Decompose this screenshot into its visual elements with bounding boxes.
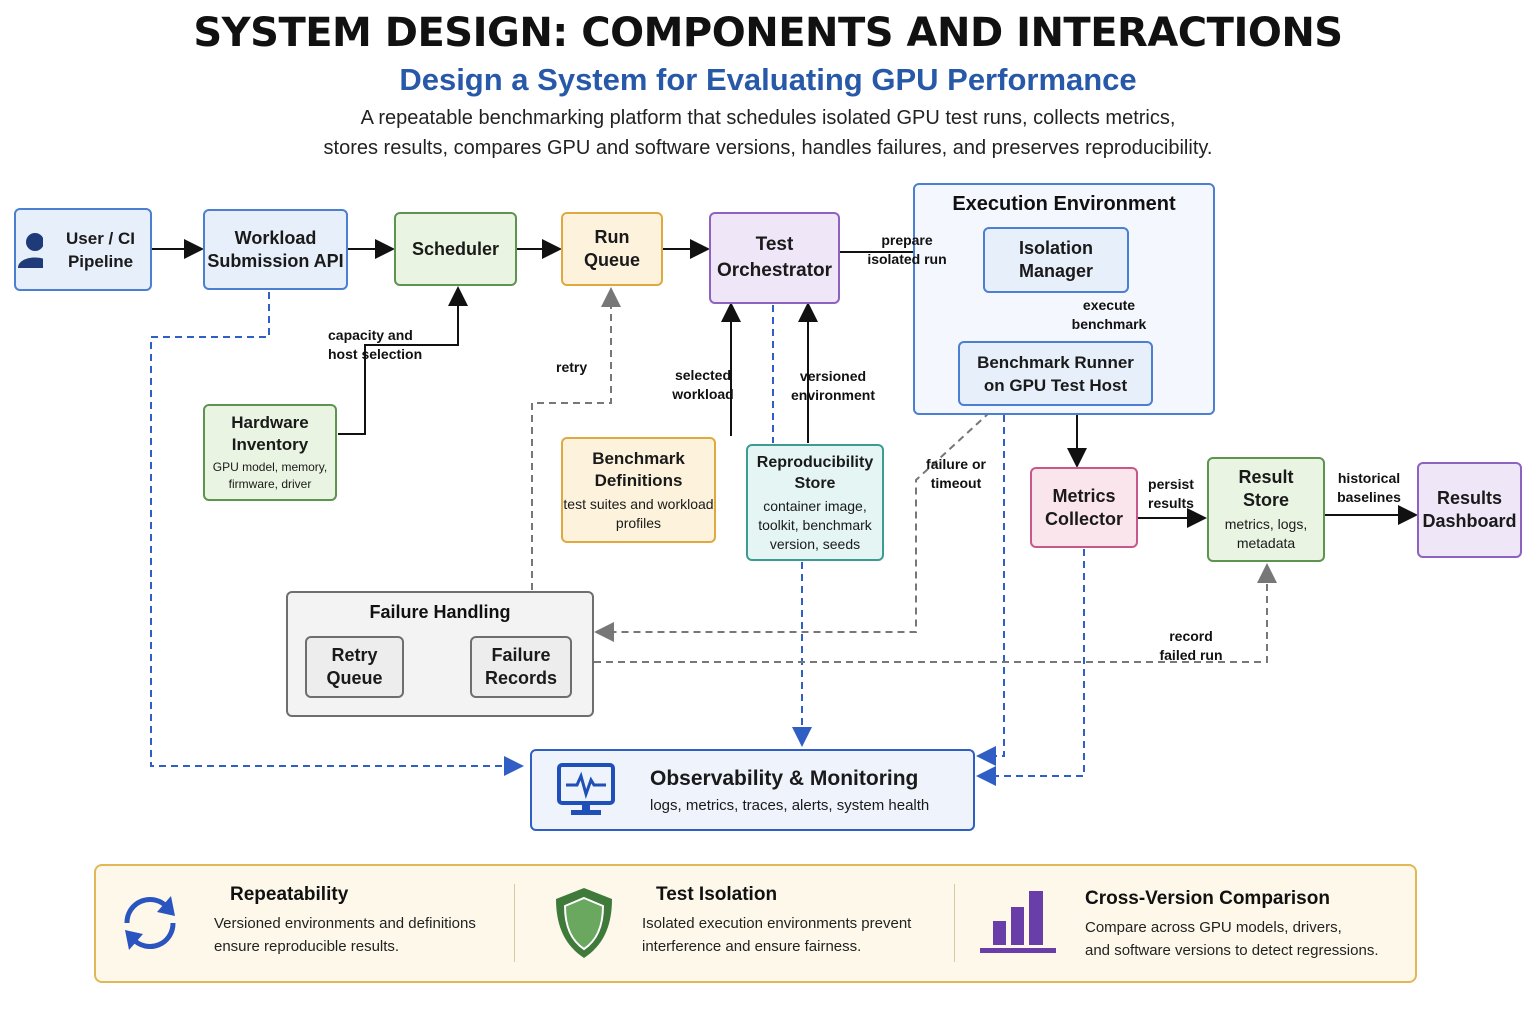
- feature-cross-version-comparison: Cross-Version Comparison Compare across …: [1085, 888, 1379, 959]
- label-retry: retry: [556, 359, 588, 375]
- page-description: A repeatable benchmarking platform that …: [323, 107, 1213, 159]
- user-icon: [18, 232, 44, 268]
- refresh-cycle-icon: [124, 896, 176, 950]
- result-store-node[interactable]: Result Store metrics, logs, metadata: [1207, 457, 1325, 562]
- monitor-heartbeat-icon: [557, 763, 615, 815]
- observability-monitoring-node[interactable]: Observability & Monitoring logs, metrics…: [530, 749, 975, 831]
- failure-handling-title: Failure Handling: [369, 602, 511, 622]
- shield-icon: [556, 888, 612, 958]
- test-orchestrator-node[interactable]: Test Orchestrator: [709, 212, 840, 304]
- reproducibility-store-node[interactable]: Reproducibility Store container image, t…: [746, 444, 884, 561]
- user-ci-pipeline-label: User / CI Pipeline: [66, 228, 136, 271]
- page-subtitle: Design a System for Evaluating GPU Perfo…: [399, 62, 1137, 97]
- dashed-record-failed-run: [594, 563, 1277, 663]
- label-execute-benchmark: execute benchmark: [1071, 297, 1147, 332]
- dashed-env-failure-to-handling: [594, 411, 991, 642]
- label-failure-or-timeout: failure or timeout: [926, 456, 986, 491]
- label-capacity-host-selection: capacity and host selection: [328, 327, 423, 362]
- arrow-inventory-to-scheduler: [338, 286, 468, 435]
- feature-divider: [954, 884, 955, 962]
- benchmark-definitions-node[interactable]: Benchmark Definitions test suites and wo…: [561, 437, 716, 543]
- hardware-inventory-node[interactable]: Hardware Inventory GPU model, memory, fi…: [203, 404, 337, 501]
- feature-strip: [94, 864, 1417, 983]
- label-selected-workload: selected workload: [672, 367, 734, 402]
- label-persist-results: persist results: [1148, 476, 1194, 511]
- label-prepare-isolated-run: prepare isolated run: [867, 232, 947, 267]
- user-ci-pipeline-node[interactable]: User / CI Pipeline: [14, 208, 152, 291]
- benchmark-runner-node[interactable]: Benchmark Runner on GPU Test Host: [958, 341, 1153, 406]
- failure-records-node[interactable]: Failure Records: [470, 636, 572, 698]
- retry-queue-node[interactable]: Retry Queue: [305, 636, 404, 698]
- results-dashboard-node[interactable]: Results Dashboard: [1417, 462, 1522, 558]
- label-historical-baselines: historical baselines: [1337, 470, 1401, 505]
- execution-environment-title: Execution Environment: [952, 193, 1176, 215]
- feature-repeatability: Repeatability Versioned environments and…: [214, 884, 476, 955]
- label-versioned-environment: versioned environment: [790, 368, 875, 403]
- workload-submission-api-node[interactable]: Workload Submission API: [203, 209, 348, 290]
- dashed-metrics-to-observability: [976, 549, 1085, 786]
- scheduler-node[interactable]: Scheduler: [394, 212, 517, 286]
- isolation-manager-node[interactable]: Isolation Manager: [983, 227, 1129, 293]
- bar-chart-icon: [980, 891, 1056, 953]
- page-title: SYSTEM DESIGN: COMPONENTS AND INTERACTIO…: [193, 10, 1343, 56]
- feature-test-isolation: Test Isolation Isolated execution enviro…: [642, 884, 912, 955]
- dashed-api-to-observability: [150, 292, 524, 776]
- run-queue-node[interactable]: Run Queue: [561, 212, 663, 286]
- dashed-env-to-observability: [976, 415, 1005, 766]
- metrics-collector-node[interactable]: Metrics Collector: [1030, 467, 1138, 548]
- label-record-failed-run: record failed run: [1159, 628, 1223, 663]
- feature-divider: [514, 884, 515, 962]
